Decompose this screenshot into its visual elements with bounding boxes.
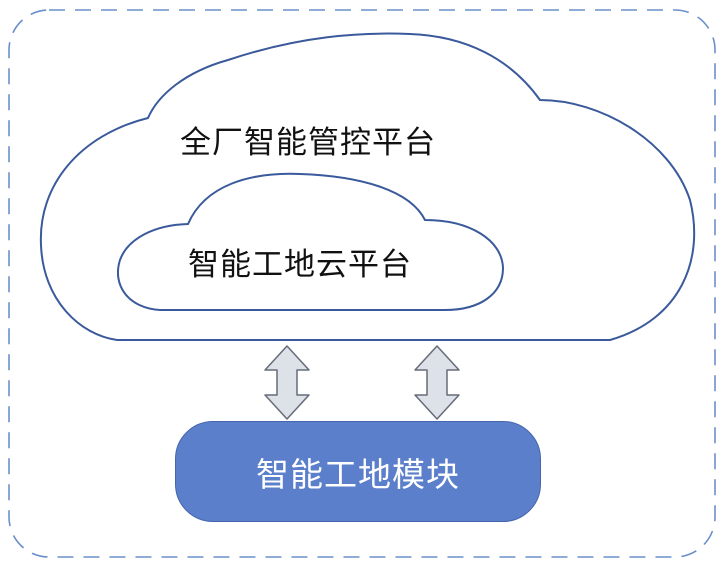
inner-cloud-label: 智能工地云平台 xyxy=(188,247,412,283)
outer-cloud-label: 全厂智能管控平台 xyxy=(180,125,436,161)
right-double-arrow-icon xyxy=(414,345,460,420)
inner-cloud-shape xyxy=(117,172,505,311)
left-double-arrow-icon xyxy=(264,345,310,420)
module-label: 智能工地模块 xyxy=(256,454,460,494)
dashed-frame xyxy=(8,9,716,558)
smart-site-module-box: 智能工地模块 xyxy=(175,421,541,522)
